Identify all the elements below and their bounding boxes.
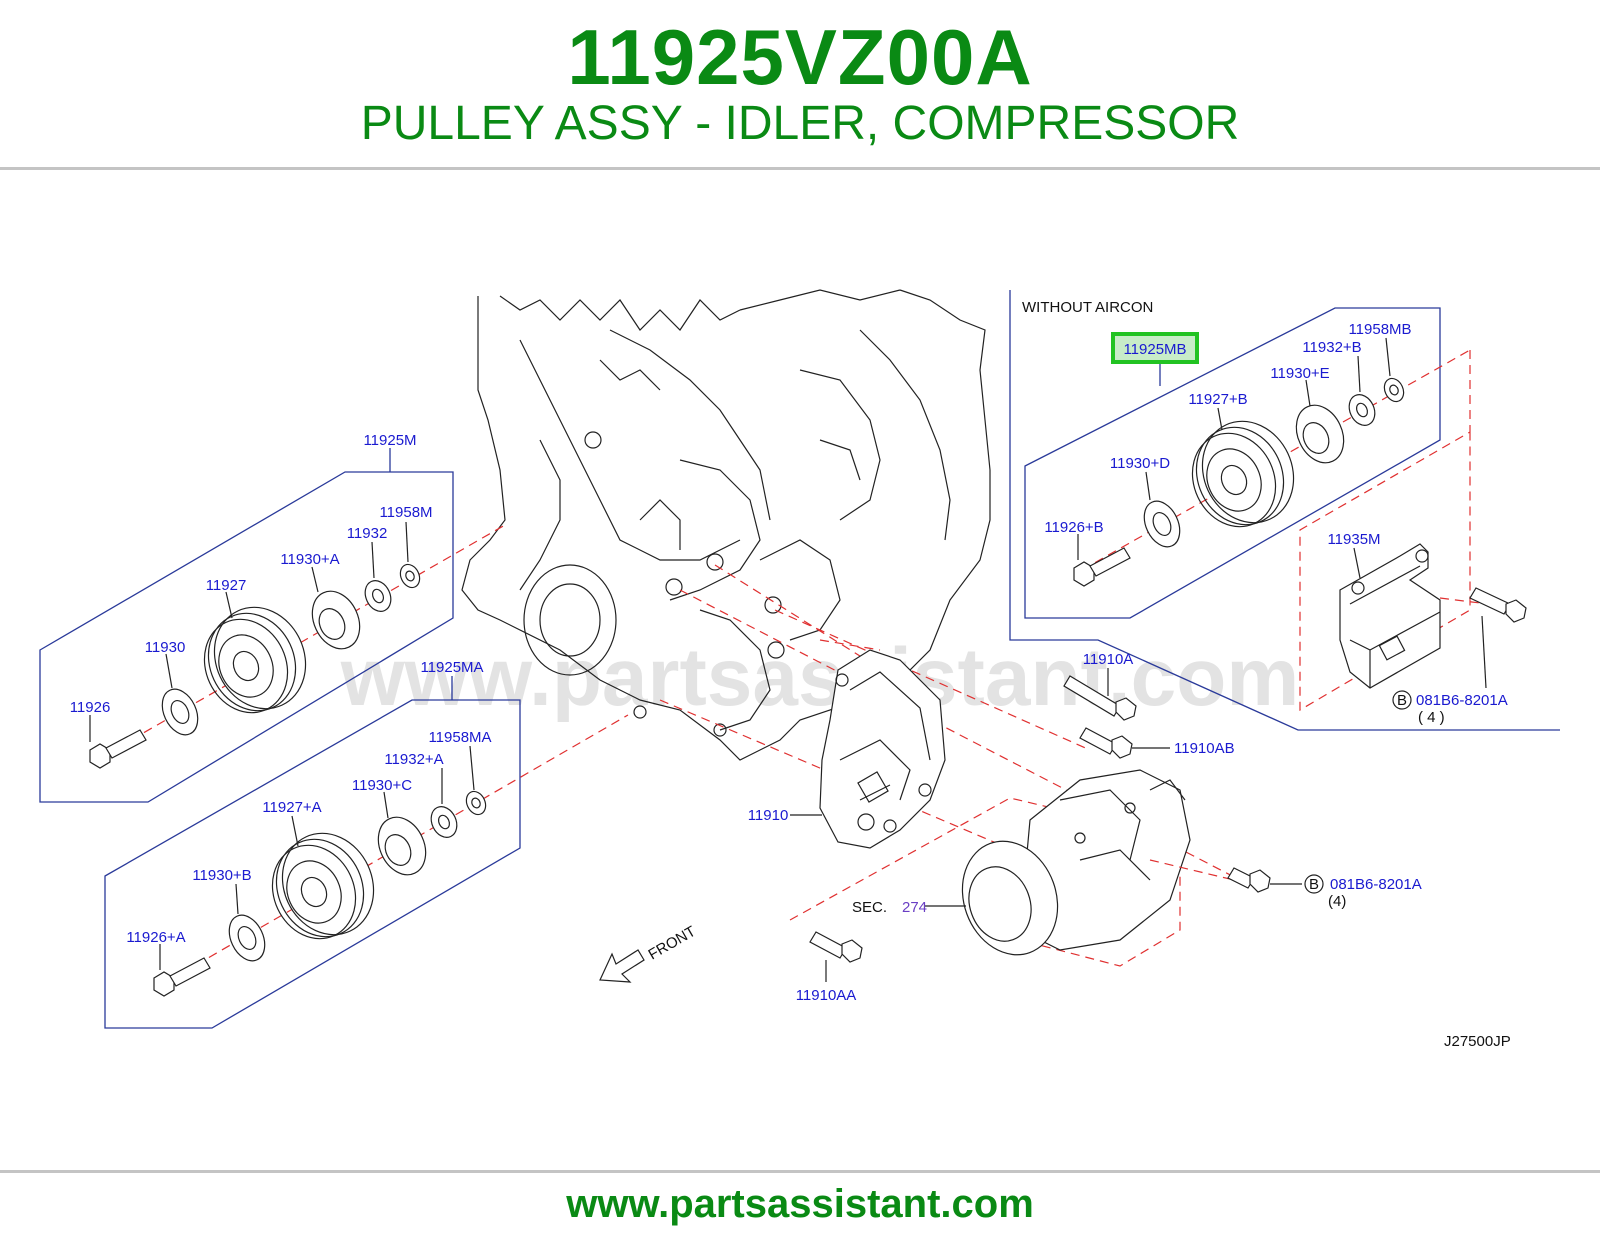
callout-11925m[interactable]: 11925M [363,432,416,449]
figure-code: J27500JP [1444,1033,1511,1050]
bracket-11910 [819,649,946,849]
callout-11926-b[interactable]: 11926+B [1044,519,1103,536]
circled-b-upper [1392,690,1412,710]
collar-11932-a [430,806,458,838]
sec-label: SEC. [852,899,887,916]
cover-11930-e [1295,404,1345,464]
collar-11932 [364,580,392,612]
callout-11932-b[interactable]: 11932+B [1302,339,1361,356]
qty-lower: (4) [1328,893,1346,910]
pulley-11927-b [1191,420,1295,528]
callout-11930-a[interactable]: 11930+A [280,551,339,568]
cover-11930 [161,688,199,736]
footer-url[interactable]: www.partsassistant.com [566,1182,1034,1226]
without-aircon-group: WITHOUT AIRCON 11925MB 11926+B 11930+D 1… [1009,290,1560,731]
callout-11930-b[interactable]: 11930+B [192,867,251,884]
washer-11958ma [465,790,487,816]
bracket-11935m [1339,543,1441,689]
header-divider [0,167,1600,170]
callout-11910a[interactable]: 11910A [1083,651,1134,668]
callout-11958mb[interactable]: 11958MB [1348,321,1411,338]
callout-11927[interactable]: 11927 [206,577,247,594]
callout-11925mb[interactable]: 11925MB [1123,341,1186,358]
callout-11935m[interactable]: 11935M [1327,531,1380,548]
callout-11958ma[interactable]: 11958MA [428,729,491,746]
callout-11932[interactable]: 11932 [347,525,388,542]
part-number-title: 11925VZ00A [567,13,1033,101]
circled-b-upper-letter: B [1397,692,1407,709]
callout-11932-a[interactable]: 11932+A [384,751,443,768]
page-header: 11925VZ00A PULLEY ASSY - IDLER, COMPRESS… [0,0,1600,170]
pulley-11927-a [271,832,375,940]
washer-11958m [399,563,421,589]
without-aircon-label: WITHOUT AIRCON [1022,299,1153,316]
callout-081b6-upper[interactable]: 081B6-8201A [1416,692,1508,709]
qty-upper: ( 4 ) [1418,709,1445,726]
bolt-11910a [1063,675,1137,721]
callout-11910aa[interactable]: 11910AA [796,987,857,1004]
pulley-11927 [203,606,307,714]
callout-11927-a[interactable]: 11927+A [262,799,321,816]
assembly-group-11925ma: 11925MA 11926+A 11930+B 11927+A 11930+C [104,659,629,1029]
bolt-11910ab [1079,727,1133,759]
callout-11925ma[interactable]: 11925MA [420,659,483,676]
cover-11930-a [311,590,361,650]
callout-11910ab[interactable]: 11910AB [1174,740,1235,757]
cover-11930-d [1143,500,1181,548]
bolt-11926 [89,729,147,769]
front-arrow: FRONT [599,923,699,983]
callout-11930-c[interactable]: 11930+C [352,777,412,794]
callout-11926-a[interactable]: 11926+A [126,929,185,946]
compressor-bracket-group: 11910 11910A 11910AB SEC. 274 [659,564,1422,1004]
bolt-081b6-upper [1469,587,1527,623]
footer-divider [0,1170,1600,1173]
callout-11930-d[interactable]: 11930+D [1110,455,1170,472]
bolt-081b6-lower [1227,867,1271,893]
compressor [961,769,1191,956]
callout-081b6-lower[interactable]: 081B6-8201A [1330,876,1422,893]
bolt-11926-a [153,957,211,997]
assembly-group-11925m: 11925M 11926 11930 11927 11930+A [39,432,506,803]
cover-11930-c [377,816,427,876]
cover-11930-b [228,914,266,962]
callout-11930[interactable]: 11930 [145,639,186,656]
highlight-11925mb [1111,332,1199,364]
bolt-11926-b [1073,547,1131,587]
collar-11932-b [1348,394,1376,426]
callout-11926[interactable]: 11926 [70,699,111,716]
engine-block [461,289,991,761]
callout-11930-e[interactable]: 11930+E [1270,365,1329,382]
watermark: www.partsassistant.com [340,632,1300,723]
circled-b-lower [1304,874,1324,894]
sec-274-link[interactable]: 274 [902,899,927,916]
callout-11910[interactable]: 11910 [748,807,789,824]
front-label: FRONT [646,923,699,964]
washer-11958mb [1383,377,1405,403]
callout-11958m[interactable]: 11958M [379,504,432,521]
callout-11927-b[interactable]: 11927+B [1188,391,1247,408]
part-description: PULLEY ASSY - IDLER, COMPRESSOR [360,97,1240,150]
bolt-11910aa [809,931,863,963]
circled-b-lower-letter: B [1309,876,1319,893]
